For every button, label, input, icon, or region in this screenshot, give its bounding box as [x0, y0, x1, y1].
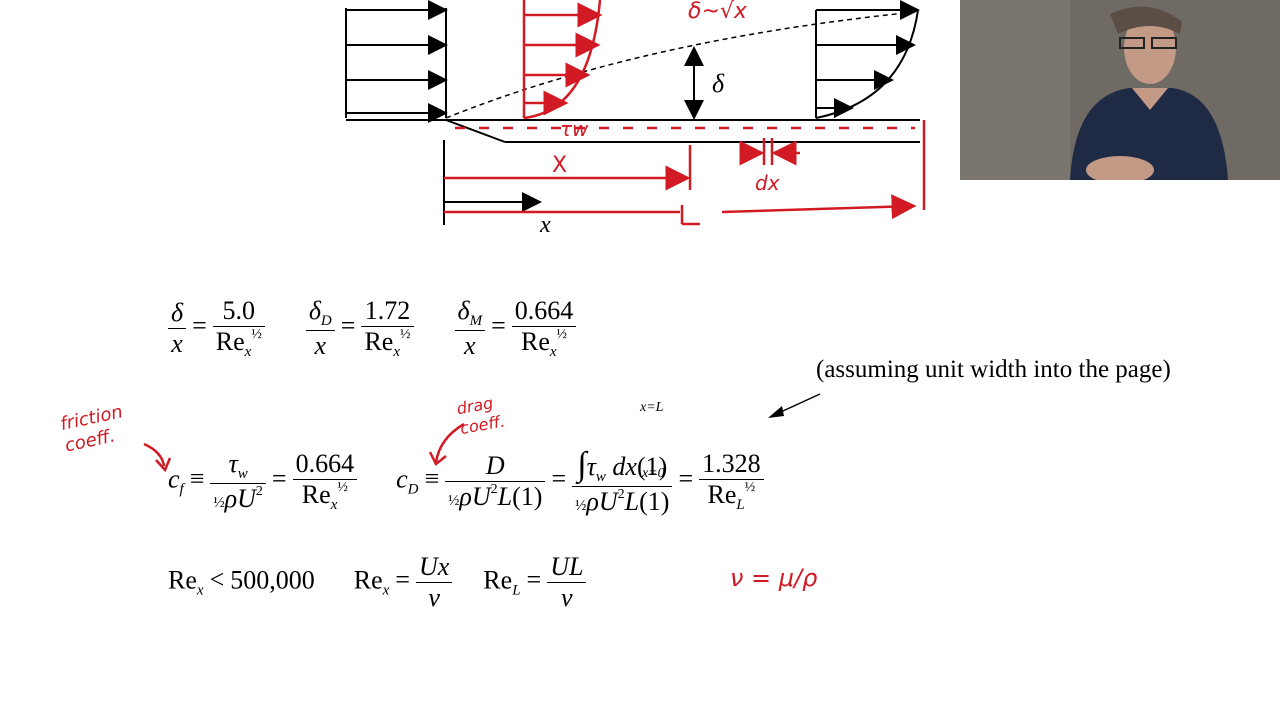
cf-coefficient: 0.664	[295, 449, 355, 478]
unit-width-note: (assuming unit width into the page)	[816, 356, 1171, 383]
downstream-profile	[815, 0, 920, 119]
red-X-label: X	[552, 153, 567, 178]
integral-upper-limit: x=L	[640, 400, 664, 415]
cD-integral: ∫τw dx(1)½ρU2L(1)	[572, 446, 673, 517]
instructor-silhouette	[960, 0, 1280, 180]
inflow-profile	[345, 0, 448, 123]
integral-lower-limit: x=0	[642, 466, 665, 481]
drag-coeff-arrow	[428, 422, 465, 466]
boundary-layer-diagram: δ x δ~√x τw X dx	[345, 0, 926, 238]
unit-width-arrow	[768, 393, 821, 418]
deltaM-coefficient: 0.664	[514, 296, 574, 325]
cD-coefficient: 1.328	[702, 449, 761, 478]
red-top-note: δ~√x	[688, 0, 748, 24]
deltaD-coefficient: 1.72	[364, 296, 411, 325]
friction-coeff-arrow	[143, 442, 172, 473]
red-velocity-profile	[522, 0, 603, 120]
instructor-video-frame	[960, 0, 1280, 180]
delta-coefficient: 5.0	[222, 296, 256, 325]
red-dx-label: dx	[755, 171, 780, 195]
red-x-dimension	[444, 120, 926, 226]
boundary-layer-edge	[445, 11, 916, 119]
delta-label: δ	[712, 69, 725, 98]
nu-definition-note: ν = μ/ρ	[730, 564, 818, 592]
reynolds-limit: 500,000	[230, 565, 315, 595]
red-tau-label: τw	[560, 117, 589, 141]
x-axis-label: x	[539, 212, 551, 238]
